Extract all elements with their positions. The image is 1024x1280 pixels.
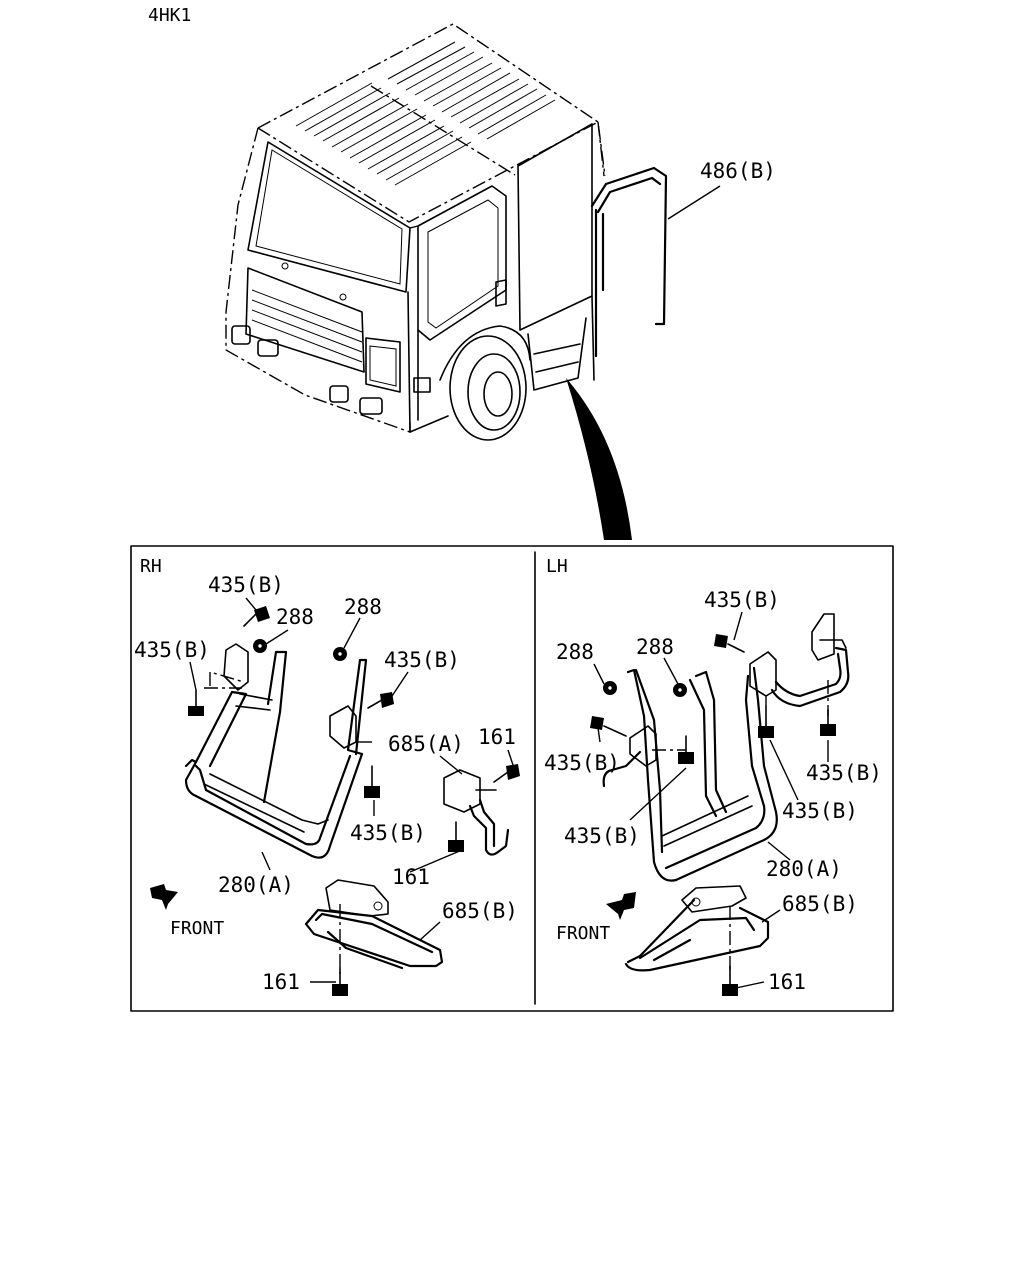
rh-bolt-435b-2 bbox=[188, 689, 204, 716]
lh-bolt-435b-5 bbox=[820, 709, 836, 736]
lh-label-435b-right: 435(B) bbox=[806, 761, 882, 785]
lh-label-435b-left: 435(B) bbox=[544, 751, 620, 775]
lh-bolt-435b-3 bbox=[678, 735, 694, 764]
lh-front-arrow-icon bbox=[606, 892, 636, 920]
lh-label-161: 161 bbox=[768, 970, 806, 994]
rh-bolt-161-2 bbox=[448, 821, 464, 852]
rh-label-280a: 280(A) bbox=[218, 873, 294, 897]
rh-bolt-161-3 bbox=[332, 967, 348, 996]
rh-label-288-left: 288 bbox=[276, 605, 314, 629]
lh-bolt-435b-4 bbox=[758, 705, 774, 738]
lh-label-288-left: 288 bbox=[556, 640, 594, 664]
rh-panel: RH bbox=[134, 556, 520, 996]
rh-label-435b-mid: 435(B) bbox=[384, 648, 460, 672]
lh-panel: LH bbox=[544, 556, 882, 996]
rh-label-161-top: 161 bbox=[478, 725, 516, 749]
lh-label-435b-lower: 435(B) bbox=[564, 824, 640, 848]
lh-label-685b: 685(B) bbox=[782, 892, 858, 916]
rh-bolt-435b-1 bbox=[243, 606, 270, 627]
rh-label-435b-left: 435(B) bbox=[134, 638, 210, 662]
lh-label-435b-top: 435(B) bbox=[704, 588, 780, 612]
rh-bolt-435b-3 bbox=[367, 692, 394, 709]
lh-bolt-161 bbox=[722, 965, 738, 996]
truck-cab-illustration bbox=[225, 23, 668, 441]
detail-pointer-arrow bbox=[566, 378, 632, 540]
rh-front-arrow-icon bbox=[150, 884, 178, 910]
lh-label-280a: 280(A) bbox=[766, 857, 842, 881]
lh-label-288-right: 288 bbox=[636, 635, 674, 659]
lh-front-label: FRONT bbox=[556, 923, 610, 944]
rh-title: RH bbox=[140, 556, 162, 577]
detail-frame bbox=[130, 545, 894, 1012]
rh-bolt-435b-4 bbox=[364, 765, 380, 798]
lh-bolt-435b-2 bbox=[590, 716, 627, 737]
rh-label-435b-bottom: 435(B) bbox=[350, 821, 426, 845]
rh-label-288-right: 288 bbox=[344, 595, 382, 619]
rh-bolt-161-1 bbox=[493, 764, 520, 783]
rh-label-435b-top: 435(B) bbox=[208, 573, 284, 597]
model-code: 4HK1 bbox=[148, 5, 191, 26]
lh-title: LH bbox=[546, 556, 568, 577]
lh-label-435b-mid: 435(B) bbox=[782, 799, 858, 823]
lh-bolt-435b-1 bbox=[714, 634, 745, 653]
rh-label-685b: 685(B) bbox=[442, 899, 518, 923]
rh-label-161-mid: 161 bbox=[392, 865, 430, 889]
rh-front-label: FRONT bbox=[170, 918, 224, 939]
rh-label-685a: 685(A) bbox=[388, 732, 464, 756]
leader-486b bbox=[667, 185, 721, 220]
callout-486b: 486(B) bbox=[700, 159, 776, 183]
rh-label-161-bottom: 161 bbox=[262, 970, 300, 994]
